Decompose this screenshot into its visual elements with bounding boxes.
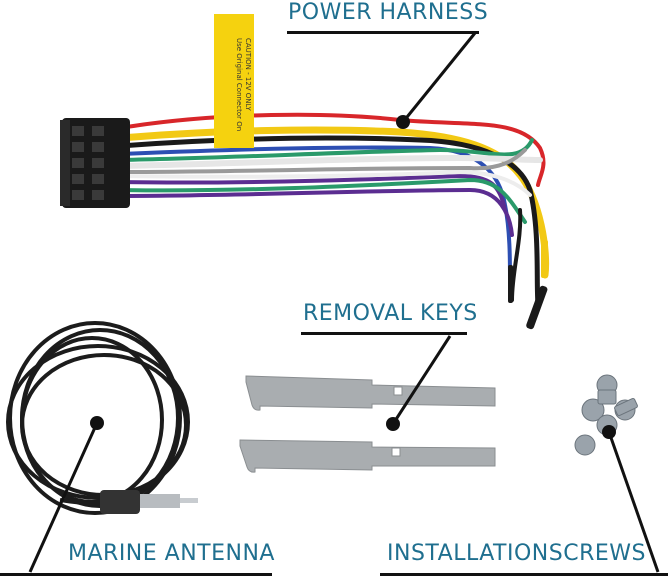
removal-keys-underline bbox=[301, 332, 467, 335]
antenna-plug bbox=[100, 490, 198, 514]
screws-callout-dot bbox=[602, 425, 616, 439]
wire-terminals bbox=[508, 240, 548, 330]
harness-connector bbox=[60, 118, 130, 208]
installation-screws-label: INSTALLATIONSCREWS bbox=[387, 541, 646, 566]
removal-keys-label: REMOVAL KEYS bbox=[303, 301, 478, 326]
marine-antenna-underline bbox=[0, 573, 272, 576]
wire-bundle bbox=[116, 112, 550, 308]
power-harness-underline bbox=[287, 31, 479, 34]
power-harness-label: POWER HARNESS bbox=[288, 0, 489, 25]
wire-green-2 bbox=[118, 177, 527, 224]
marine-antenna-callout-dot bbox=[90, 416, 104, 430]
caution-line-2: Use Original Connector On bbox=[235, 38, 243, 132]
wire-white-2 bbox=[118, 169, 532, 197]
power-harness-callout-line bbox=[401, 32, 477, 123]
caution-tag-text: CAUTION - 12V ONLY Use Original Connecto… bbox=[228, 38, 252, 156]
removal-keys-callout-dot bbox=[386, 417, 400, 431]
marine-antenna-label: MARINE ANTENNA bbox=[68, 541, 275, 566]
power-harness-callout-dot bbox=[396, 115, 410, 129]
caution-line-1: CAUTION - 12V ONLY bbox=[244, 38, 252, 111]
wire-purple-2 bbox=[118, 187, 514, 237]
installation-screws-underline bbox=[380, 573, 668, 576]
wire-grey bbox=[118, 148, 527, 174]
wire-green bbox=[118, 138, 534, 162]
removal-key-top bbox=[245, 375, 496, 411]
installation-screws bbox=[574, 374, 638, 456]
wire-white bbox=[117, 154, 543, 169]
wire-black-2 bbox=[510, 208, 523, 302]
marine-antenna-callout-line bbox=[28, 422, 99, 573]
screws-callout-line bbox=[607, 431, 660, 573]
removal-keys-callout-line bbox=[391, 335, 452, 425]
caution-tag bbox=[214, 14, 254, 148]
removal-key-bottom bbox=[239, 439, 496, 473]
